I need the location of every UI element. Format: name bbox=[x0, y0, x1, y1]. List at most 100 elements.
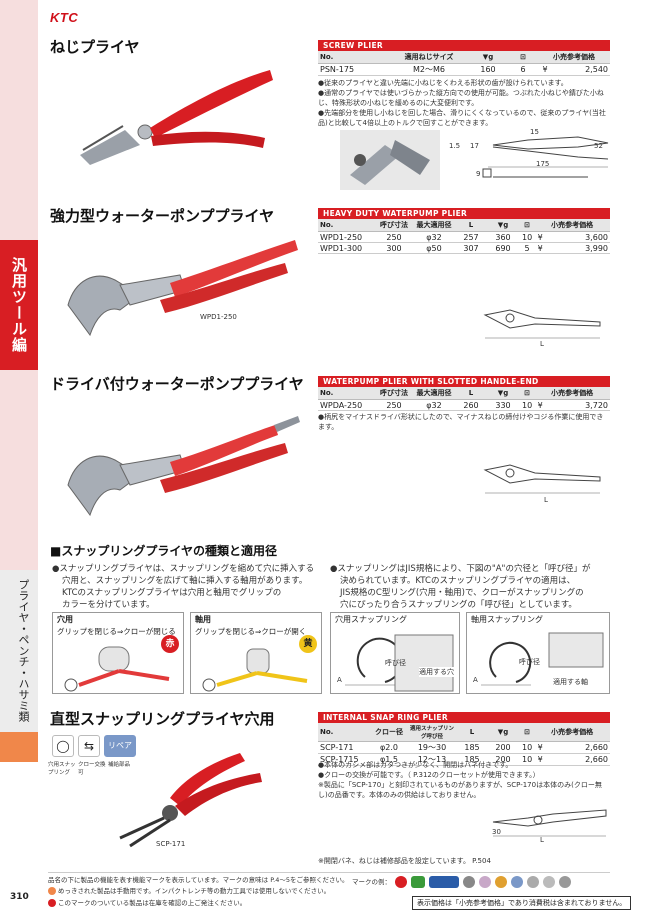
footer-note-row: このマークのついている製品は在庫を確認の上ご発注ください。 bbox=[48, 899, 246, 908]
text-line: カラーを分けています。 bbox=[62, 600, 155, 610]
mark-icon bbox=[527, 876, 539, 888]
cell: ¥ bbox=[534, 231, 547, 243]
dimension-label: 9 bbox=[476, 170, 481, 178]
table-caption: SCREW PLIER bbox=[318, 40, 610, 51]
note: ●柄尻をマイナスドライバ形状にしたので、マイナスねじの締付けやコジる作業に使用で… bbox=[318, 413, 604, 431]
screw-plier-dimension-drawing bbox=[482, 136, 609, 178]
internal-snap-plier-image bbox=[119, 753, 262, 848]
col-header: 最大適用径 bbox=[412, 387, 456, 400]
cell: φ32 bbox=[412, 231, 456, 243]
dimension-label: 52 bbox=[594, 142, 603, 150]
waterpump-driver-plier-image bbox=[67, 416, 300, 517]
kind-subtitle: グリップを閉じる⇒クローが開く bbox=[195, 627, 307, 636]
footer-note-row: めっきされた製品は手動用です。インパクトレンチ等の動力工具では使用しないでくださ… bbox=[48, 887, 330, 896]
mark-icon bbox=[479, 876, 491, 888]
col-header: 小売参考価格 bbox=[534, 387, 610, 400]
table-row: WPD1-250 250 φ32 257 360 10 ¥ 3,600 bbox=[318, 231, 610, 243]
dimension-label: L bbox=[540, 836, 544, 844]
spec-table: INTERNAL SNAP RING PLIER No. クロー径 適用スナップ… bbox=[318, 712, 610, 766]
cell: ¥ bbox=[534, 741, 547, 754]
hole-snapring-diagram: 穴用スナップリング 呼び径 適用する穴 A bbox=[330, 612, 460, 694]
diagram-label: A bbox=[473, 676, 478, 684]
table-row: WPD1-300 300 φ50 307 690 5 ¥ 3,990 bbox=[318, 242, 610, 254]
text-line: ●スナップリングはJIS規格により、下図の"A"の穴径と「呼び径」が bbox=[330, 564, 591, 574]
note: ※製品に「SCP-170」と刻印されているものがありますが、SCP-170は本体… bbox=[318, 781, 602, 799]
cell: ¥ bbox=[534, 753, 547, 766]
cell: 12〜13 bbox=[406, 753, 458, 766]
cell: SCP-171 bbox=[318, 741, 372, 754]
package-icon: ⊡ bbox=[520, 387, 535, 400]
screw-plier-image bbox=[80, 70, 273, 165]
table-caption: HEAVY DUTY WATERPUMP PLIER bbox=[318, 208, 610, 219]
cell: φ32 bbox=[412, 399, 456, 411]
cell: 160 bbox=[468, 63, 508, 76]
cell: 2,660 bbox=[546, 753, 610, 766]
sidebar-band bbox=[0, 370, 38, 570]
note: ●本体のカシメ部はガタつきが少なく、開閉はバネ付きです。 bbox=[318, 761, 513, 769]
cell: φ1.5 bbox=[372, 753, 406, 766]
cell: ¥ bbox=[534, 242, 547, 254]
cell: 200 bbox=[486, 753, 520, 766]
icon-caption: クロー交換可 bbox=[78, 762, 106, 776]
diagram-title: 穴用スナップリング bbox=[335, 615, 407, 624]
footer-note: めっきされた製品は手動用です。インパクトレンチ等の動力工具では使用しないでくださ… bbox=[58, 887, 331, 895]
weight-icon: ▼ bbox=[497, 728, 504, 736]
spec-table: HEAVY DUTY WATERPUMP PLIER No. 呼び寸法 最大適用… bbox=[318, 208, 610, 254]
cell: 185 bbox=[458, 753, 486, 766]
hole-plier-illustration bbox=[64, 646, 170, 692]
cell: 3,720 bbox=[546, 399, 610, 411]
col-header: 呼び寸法 bbox=[376, 387, 412, 400]
sidebar: 汎用ツール編 プライヤ・ペンチ・ハサミ類 bbox=[0, 0, 38, 919]
product-title: 強力型ウォーターポンププライヤ bbox=[50, 207, 275, 225]
cell: PSN-175 bbox=[318, 63, 390, 76]
footer-note: 品名の下に製品の機能を表す機能マークを表示しています。マークの意味は P.4〜5… bbox=[48, 876, 349, 884]
cell: 19〜30 bbox=[406, 741, 458, 754]
grip-color-badge: 赤 bbox=[161, 635, 179, 653]
cell: 260 bbox=[456, 399, 486, 411]
cell: WPD1-300 bbox=[318, 242, 376, 254]
sidebar-category: 汎用ツール編 bbox=[0, 240, 38, 370]
spec-table: SCREW PLIER No. 適用ねじサイズ ▼g ⊡ 小売参考価格 PSN-… bbox=[318, 40, 610, 76]
internal-plier-dimension-drawing bbox=[492, 809, 607, 837]
dimension-label: 175 bbox=[536, 160, 550, 168]
dimension-label: 1.5 bbox=[449, 142, 461, 150]
col-header: 適用スナップリング呼び径 bbox=[406, 723, 458, 742]
cell: ¥ bbox=[534, 399, 547, 411]
weight-header: ▼g bbox=[486, 219, 520, 232]
cell: 200 bbox=[486, 741, 520, 754]
diagram-label: 呼び径 bbox=[519, 658, 540, 666]
col-header: No. bbox=[318, 51, 390, 64]
package-icon: ⊡ bbox=[520, 219, 535, 232]
col-header: 適用ねじサイズ bbox=[390, 51, 468, 64]
text-line: 決められています。KTCのスナップリングプライヤの適用は、 bbox=[340, 576, 576, 586]
mark-icon bbox=[511, 876, 523, 888]
col-header: g bbox=[488, 53, 494, 61]
cell: 6 bbox=[508, 63, 538, 76]
image-label: SCP-171 bbox=[156, 840, 186, 848]
image-label: WPD1-250 bbox=[200, 313, 237, 321]
mark-icon bbox=[411, 876, 425, 888]
cell: WPDA-250 bbox=[318, 399, 376, 411]
package-icon: ⊡ bbox=[508, 51, 538, 64]
cell: 10 bbox=[520, 399, 535, 411]
col-header: 呼び寸法 bbox=[376, 219, 412, 232]
product-title: ねじプライヤ bbox=[50, 38, 140, 56]
cell: 3,990 bbox=[546, 242, 610, 254]
sidebar-subcategory: プライヤ・ペンチ・ハサミ類 bbox=[17, 578, 30, 722]
price-note: 表示価格は「小売参考価格」であり消費税は含まれておりません。 bbox=[412, 896, 632, 910]
mark-example-label: マークの例： bbox=[352, 878, 391, 886]
claw-exchange-icon: ⇆ bbox=[78, 735, 100, 757]
cell: 360 bbox=[486, 231, 520, 243]
shaft-ring-drawing bbox=[481, 632, 604, 686]
snapring-hole-icon: ◯ bbox=[52, 735, 74, 757]
cell: 250 bbox=[376, 399, 412, 411]
cell: 690 bbox=[486, 242, 520, 254]
kind-title: 軸用 bbox=[195, 615, 211, 624]
waterpump-driver-dimension-drawing bbox=[483, 464, 601, 494]
diagram-label: 呼び径 bbox=[385, 659, 406, 667]
dimension-label: L bbox=[540, 340, 544, 348]
cell: 10 bbox=[520, 753, 535, 766]
mark-icon bbox=[495, 876, 507, 888]
mark-icon bbox=[543, 876, 555, 888]
text-line: 穴用と、スナップリングを広げて軸に挿入する軸用があります。 bbox=[62, 576, 308, 586]
